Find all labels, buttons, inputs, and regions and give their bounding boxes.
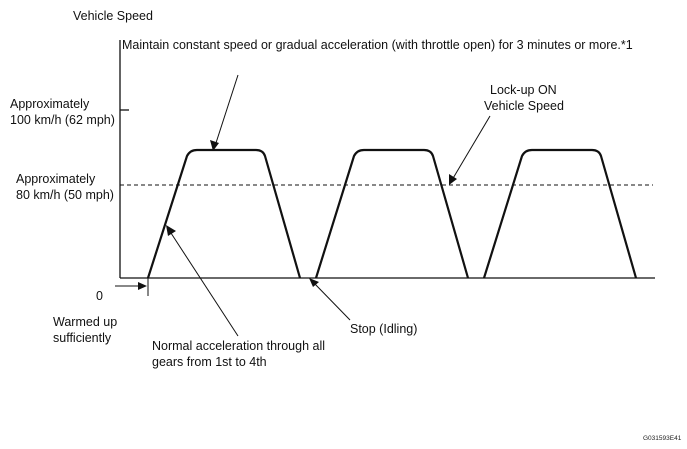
speed-cycle-1 (146, 148, 302, 279)
lockup-label-line2: Vehicle Speed (484, 99, 564, 113)
axis-title: Vehicle Speed (73, 9, 153, 23)
y-label-100-line1: Approximately (10, 97, 90, 111)
lockup-label-line1: Lock-up ON (490, 83, 557, 97)
y-label-zero: 0 (96, 289, 103, 303)
speed-cycle-3 (482, 148, 638, 279)
speed-cycle-2 (314, 148, 470, 279)
stop-label: Stop (Idling) (350, 322, 417, 336)
warmed-label-line2: sufficiently (53, 331, 112, 345)
accel-label-line1: Normal acceleration through all (152, 339, 325, 353)
leader-arrow-warmed (115, 282, 147, 290)
leader-arrow-constant-speed (210, 74, 239, 151)
top-note: Maintain constant speed or gradual accel… (122, 38, 633, 52)
y-label-80-line1: Approximately (16, 172, 96, 186)
y-label-100-line2: 100 km/h (62 mph) (10, 113, 115, 127)
leader-arrow-stop (309, 278, 351, 321)
leader-arrow-acceleration (166, 225, 239, 337)
y-label-80-line2: 80 km/h (50 mph) (16, 188, 114, 202)
leader-arrow-lockup (449, 115, 491, 185)
accel-label-line2: gears from 1st to 4th (152, 355, 267, 369)
warmed-label-line1: Warmed up (53, 315, 117, 329)
figure-code: G031593E41 (643, 435, 682, 442)
